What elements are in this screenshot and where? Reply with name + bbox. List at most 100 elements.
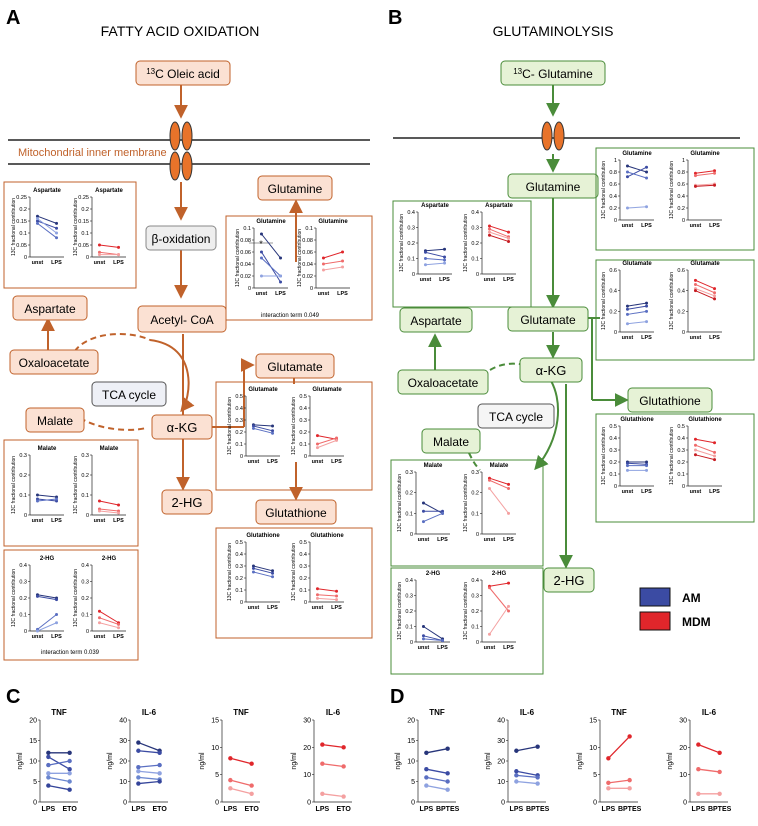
chart-title: Malate <box>424 463 443 469</box>
x-tick-label: unst <box>622 489 634 495</box>
y-tick-label: 30 <box>679 717 687 724</box>
data-point <box>279 256 283 260</box>
y-tick-label: 0 <box>86 629 89 635</box>
data-point <box>117 253 121 257</box>
node-glutathione-b: Glutathione <box>627 387 713 413</box>
y-tick-label: 0.3 <box>81 579 89 585</box>
svg-text:Glutathione: Glutathione <box>265 506 327 520</box>
legend-label-mdm: MDM <box>682 615 711 629</box>
y-axis-label: 13C fractional contribution <box>601 161 607 219</box>
y-axis-label: ng/ml <box>485 752 492 770</box>
data-point <box>424 783 429 788</box>
data-point <box>55 613 59 616</box>
y-tick-label: 0.5 <box>235 394 243 400</box>
y-tick-label: 0.6 <box>609 182 617 188</box>
data-point <box>645 309 649 313</box>
data-point <box>717 791 722 796</box>
y-axis-label: 13C fractional contribution <box>73 456 79 514</box>
data-point <box>441 509 445 513</box>
data-point <box>625 164 629 168</box>
y-axis-label: 13C fractional contribution <box>297 229 303 287</box>
x-tick-label: LPS <box>113 518 124 524</box>
data-point <box>625 307 629 311</box>
svg-text:Glutathione: Glutathione <box>639 394 701 408</box>
series-line <box>253 565 273 572</box>
x-tick-label: LPS <box>267 605 278 611</box>
y-tick-label: 0 <box>215 799 219 806</box>
panel-letter-d: D <box>390 686 404 708</box>
y-tick-label: 0.2 <box>19 207 27 213</box>
chart-title: Malate <box>100 446 119 452</box>
data-point <box>606 780 611 786</box>
y-tick-label: 0.5 <box>609 424 617 430</box>
y-axis-label: 13C fractional contribution <box>235 229 241 287</box>
y-tick-label: 0 <box>304 454 307 460</box>
y-tick-label: 0 <box>310 286 313 292</box>
data-point <box>645 460 649 464</box>
data-point <box>645 205 649 209</box>
data-point <box>487 233 491 237</box>
y-tick-label: 0.02 <box>302 274 313 280</box>
data-point <box>46 754 51 760</box>
y-tick-label: 0.2 <box>609 460 617 466</box>
y-tick-label: 0 <box>682 484 685 490</box>
series-line <box>425 258 445 261</box>
data-point <box>627 734 632 739</box>
y-tick-label: 0.1 <box>243 226 251 232</box>
node-malate-b: Malate <box>421 428 481 454</box>
data-point <box>97 499 101 503</box>
data-point <box>157 779 162 784</box>
data-point <box>421 520 425 524</box>
chart-title: 2-HG <box>102 556 117 562</box>
data-point <box>67 758 72 764</box>
chart-title: Malate <box>38 446 57 452</box>
y-tick-label: 0.4 <box>471 210 479 216</box>
y-axis-label: 13C fractional contribution <box>291 543 297 601</box>
x-tick-label: BPTES <box>526 806 550 813</box>
data-point <box>693 278 697 282</box>
y-tick-label: 0.2 <box>81 596 89 602</box>
x-tick-label: LPS <box>275 291 286 297</box>
series-line <box>489 225 509 233</box>
data-point <box>625 175 629 179</box>
y-tick-label: 0.25 <box>78 195 89 201</box>
x-tick-label: LPS <box>437 537 448 543</box>
data-point <box>157 771 162 776</box>
data-point <box>645 176 649 180</box>
data-point <box>271 431 275 435</box>
y-tick-label: 0.5 <box>235 540 243 546</box>
series-line <box>695 184 715 187</box>
annotation-glutamine-interaction: interaction term 0.049 <box>261 313 320 319</box>
svg-text:Glutamine: Glutamine <box>526 180 581 194</box>
y-tick-label: 20 <box>303 745 311 752</box>
y-tick-label: 0 <box>240 600 243 606</box>
y-tick-label: 0 <box>614 484 617 490</box>
y-axis-label: 13C fractional contribution <box>291 397 297 455</box>
y-tick-label: 0.2 <box>235 576 243 582</box>
y-tick-label: 0.06 <box>302 250 313 256</box>
data-point <box>645 170 649 174</box>
y-tick-label: 0.4 <box>299 552 307 558</box>
legend-label-am: AM <box>682 591 701 605</box>
chart-title: TNF <box>233 708 249 717</box>
series-line <box>317 594 337 597</box>
data-point <box>713 169 717 173</box>
data-point <box>625 464 629 468</box>
svg-text:Aspartate: Aspartate <box>24 302 76 316</box>
series-line <box>423 635 443 641</box>
y-tick-label: 0 <box>614 218 617 224</box>
y-tick-label: 30 <box>497 738 505 745</box>
chart-title: Aspartate <box>485 203 513 209</box>
y-tick-label: 0 <box>614 330 617 336</box>
y-tick-label: 20 <box>119 758 127 765</box>
series-line <box>323 266 343 271</box>
x-tick-label: LPS <box>316 806 330 813</box>
y-tick-label: 0.15 <box>16 219 27 225</box>
data-point <box>55 621 59 625</box>
y-tick-label: 10 <box>29 758 37 765</box>
membrane-label: Mitochondrial inner membrane <box>18 147 167 159</box>
series-line <box>489 228 509 238</box>
